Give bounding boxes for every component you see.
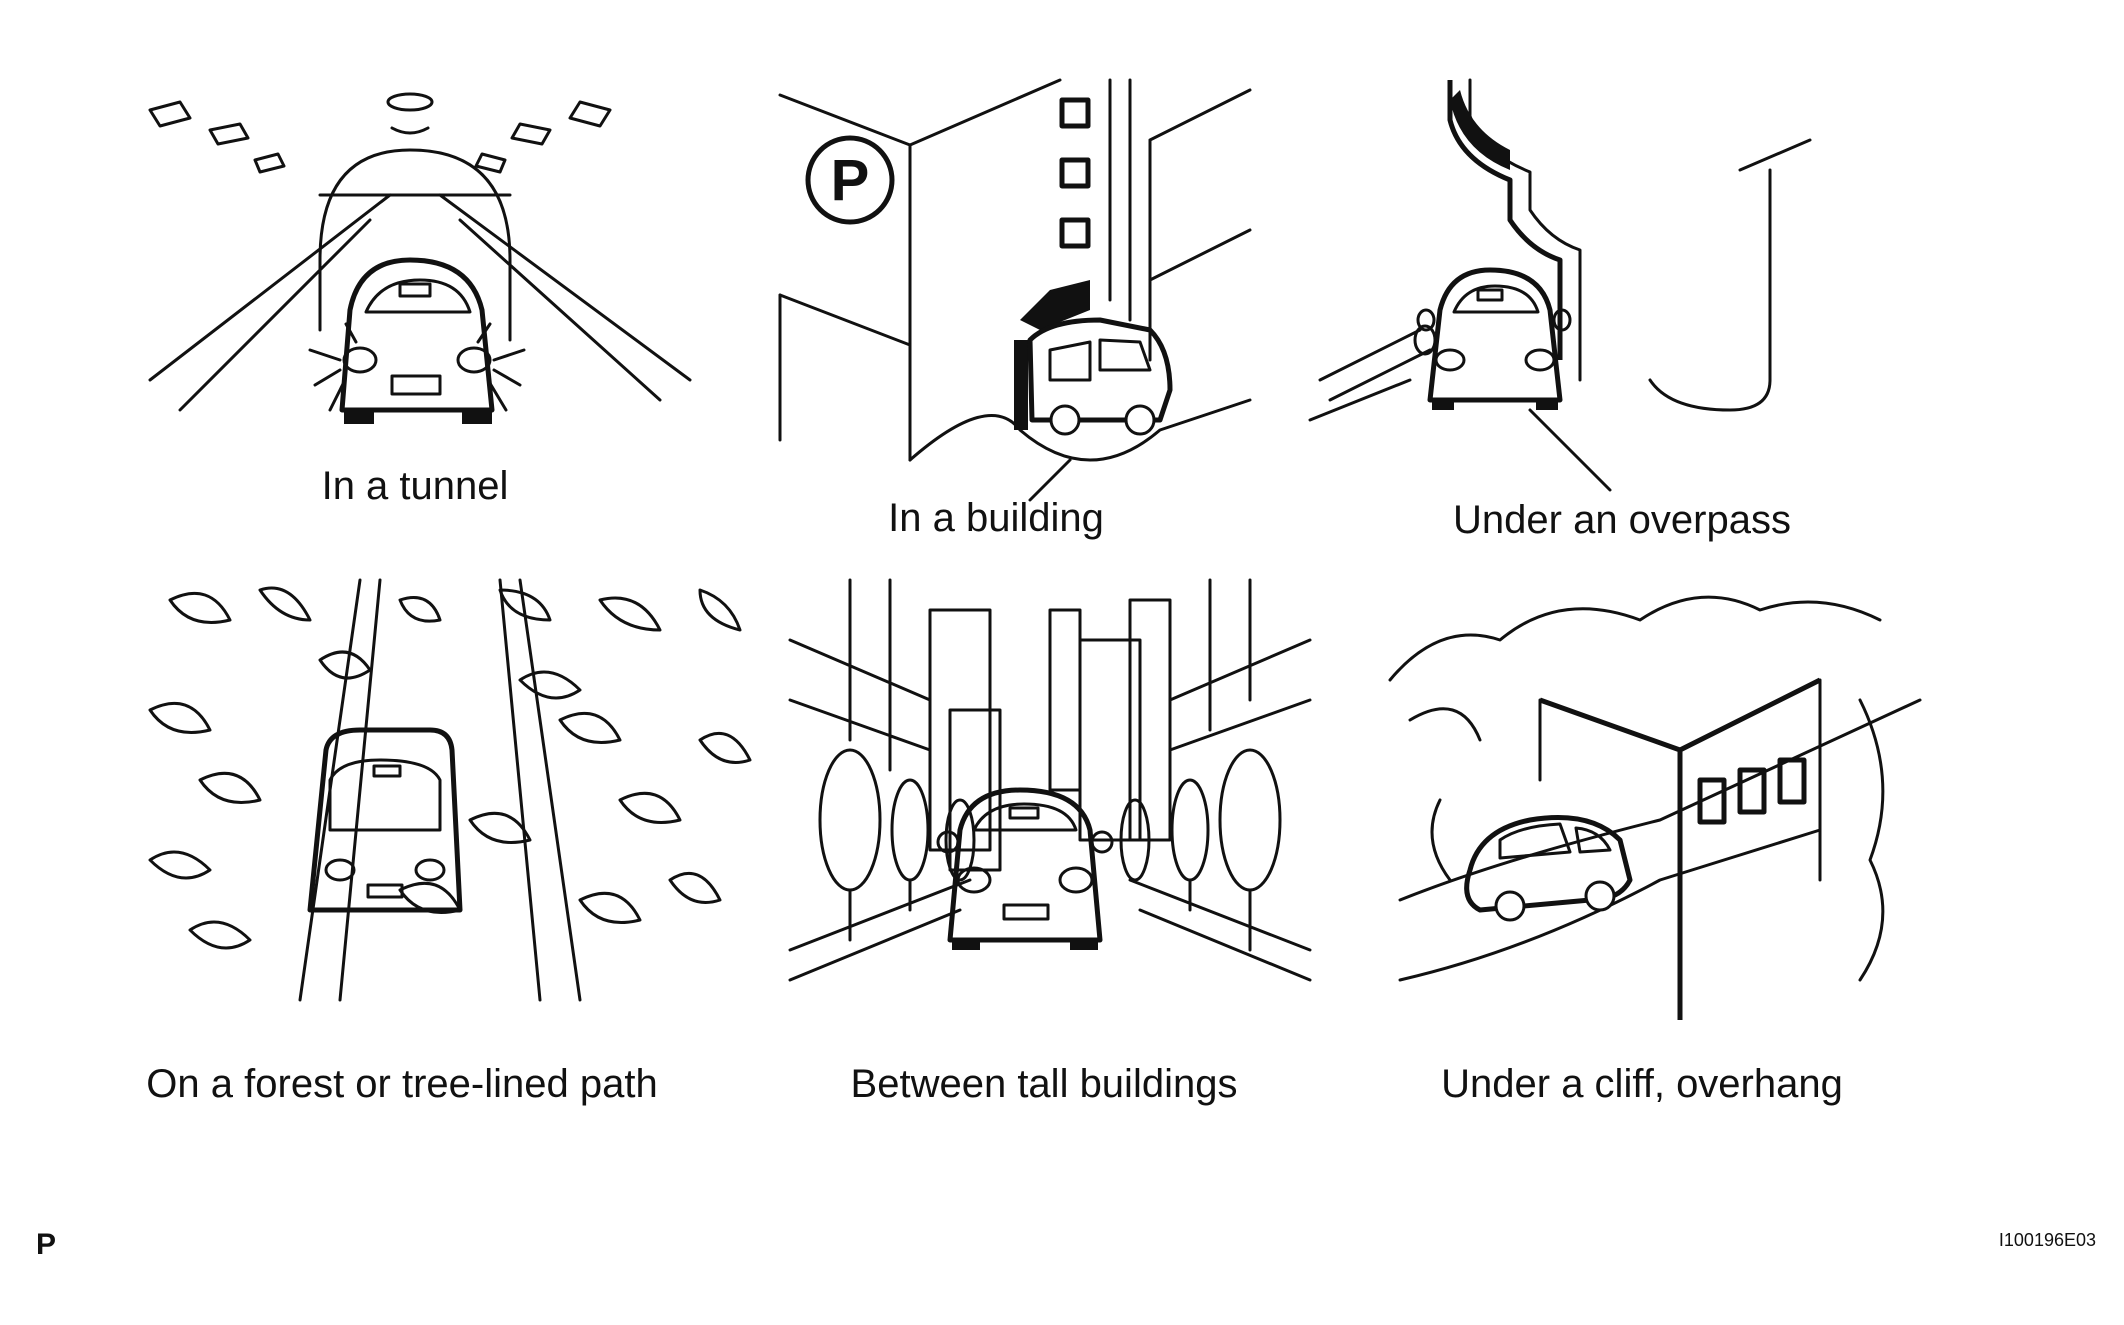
- corner-letter: P: [36, 1228, 57, 1261]
- caption-forest: On a forest or tree-lined path: [146, 1062, 658, 1106]
- forest-illustration: [148, 578, 752, 1002]
- panel-cliff: Under a cliff, overhang: [1380, 580, 1922, 1106]
- panel-overpass: Under an overpass: [1308, 78, 1830, 542]
- panel-tall-buildings: Between tall buildings: [788, 578, 1312, 1106]
- caption-building: In a building: [888, 496, 1104, 540]
- caption-tall-buildings: Between tall buildings: [850, 1062, 1238, 1106]
- cliff-illustration: [1388, 595, 1922, 1020]
- parking-sign-icon: [805, 135, 895, 225]
- parking-sign-letter: P: [831, 148, 870, 213]
- caption-tunnel: In a tunnel: [321, 464, 509, 508]
- tunnel-illustration: [148, 92, 692, 424]
- panel-tunnel: In a tunnel: [130, 80, 710, 508]
- caption-cliff: Under a cliff, overhang: [1441, 1062, 1843, 1106]
- tall-buildings-illustration: [788, 578, 1312, 982]
- panel-forest: On a forest or tree-lined path: [140, 578, 780, 1106]
- caption-overpass: Under an overpass: [1453, 498, 1791, 542]
- panel-building: P In a building: [770, 78, 1370, 540]
- figure-id: I100196E03: [1998, 1230, 2096, 1250]
- building-illustration: P: [778, 78, 1252, 502]
- overpass-illustration: [1308, 78, 1812, 492]
